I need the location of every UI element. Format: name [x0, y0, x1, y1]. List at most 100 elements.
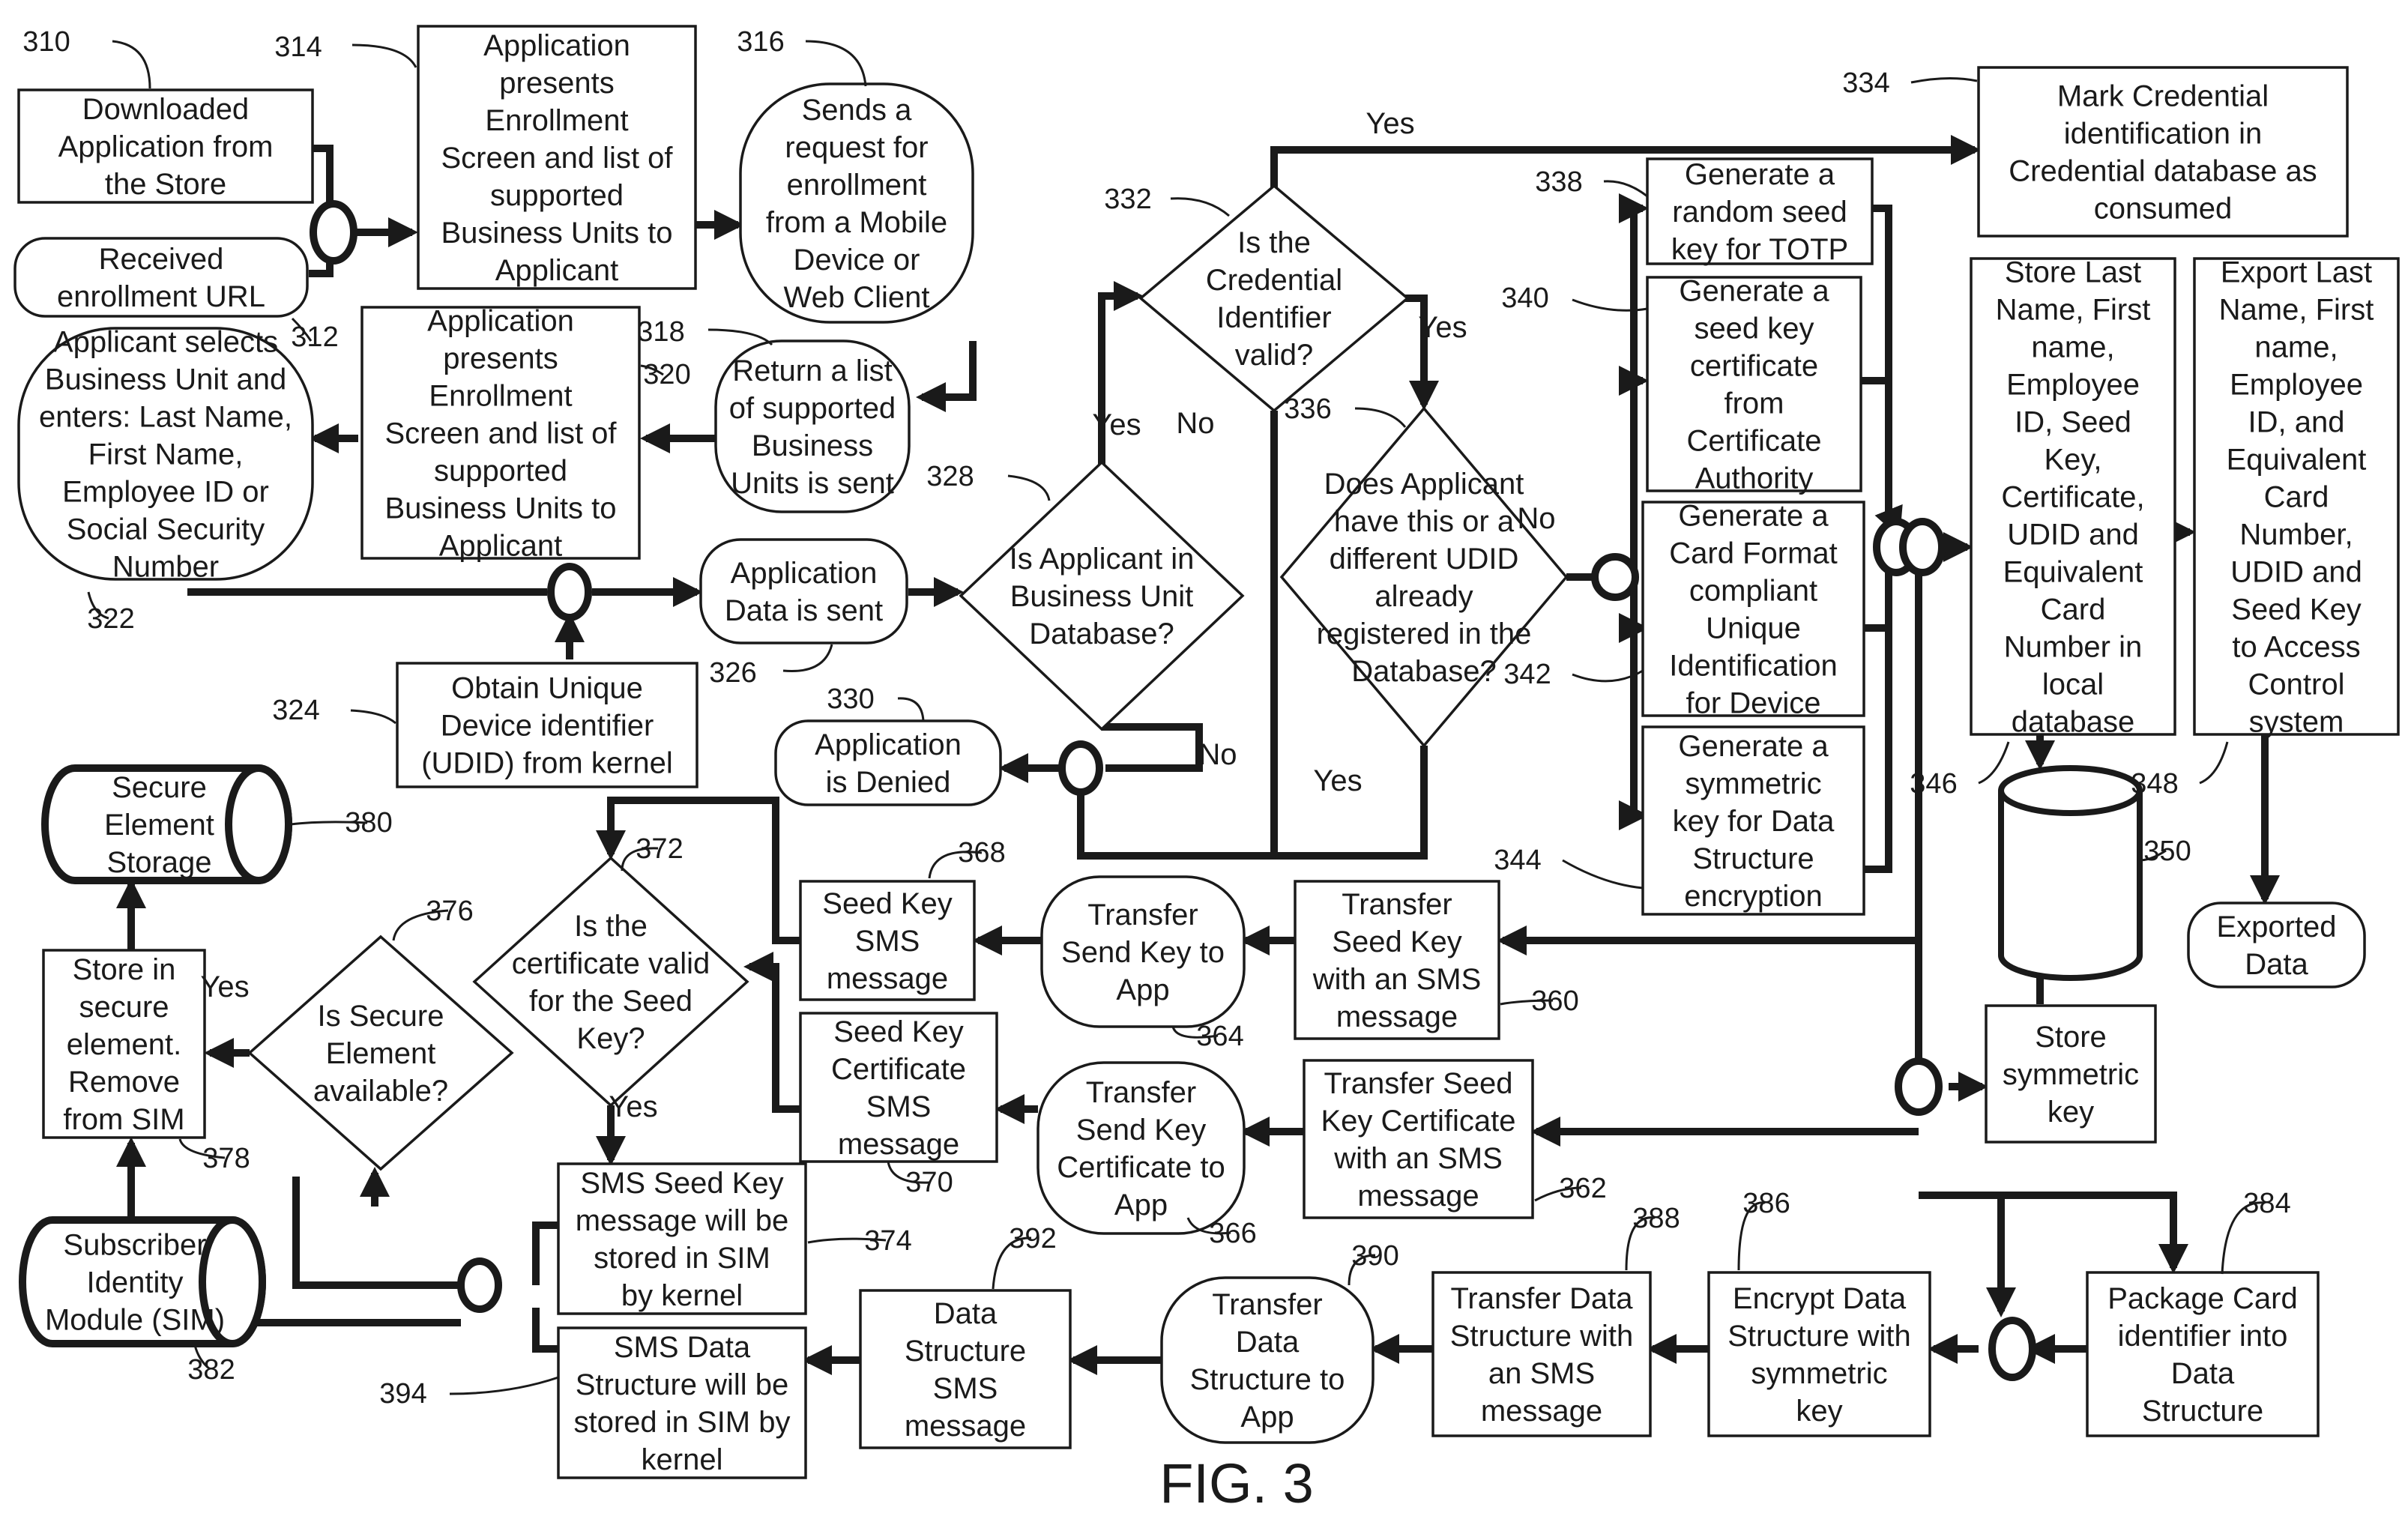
- node-label: message: [1481, 1395, 1602, 1428]
- reference-number: 370: [905, 1167, 953, 1198]
- node-label: Applicant selects: [53, 326, 278, 359]
- node-label: symmetric: [1685, 767, 1821, 800]
- node-label: Business Units to: [384, 492, 616, 525]
- node-label: Data: [2171, 1357, 2235, 1390]
- node-label: element.: [67, 1028, 181, 1061]
- node-label: Employee: [2006, 369, 2140, 402]
- flow-connector: [749, 967, 800, 1109]
- node-340: Generate aseed keycertificatefromCertifi…: [1647, 275, 1861, 495]
- node-label: registered in the: [1317, 617, 1532, 650]
- junction-node: [461, 1261, 498, 1309]
- node-label: is Denied: [826, 766, 951, 799]
- leader-line: [806, 41, 866, 86]
- node-label: First Name,: [88, 438, 244, 471]
- node-label: Seed Key: [833, 1015, 963, 1048]
- node-346: Store LastName, Firstname,EmployeeID, Se…: [1971, 256, 2175, 739]
- node-label: SMS Seed Key: [580, 1167, 783, 1200]
- node-label: Credential database as: [2009, 155, 2317, 188]
- node-label: Subscriber: [63, 1229, 206, 1262]
- node-label: presents: [499, 67, 614, 100]
- node-label: Mark Credential: [2057, 80, 2269, 113]
- node-384: Package Cardidentifier intoDataStructure: [2087, 1272, 2318, 1436]
- node-370: Seed KeyCertificateSMSmessage: [800, 1013, 997, 1162]
- node-label: stored in SIM: [594, 1242, 770, 1275]
- figure-caption: FIG. 3: [1159, 1452, 1314, 1515]
- leader-line: [112, 41, 150, 88]
- reference-number: 390: [1351, 1240, 1398, 1272]
- node-368: Seed KeySMSmessage: [800, 881, 974, 1000]
- reference-number: 388: [1632, 1203, 1680, 1234]
- node-label: Applicant: [439, 530, 563, 563]
- node-label: for the Seed: [529, 985, 692, 1018]
- node-336: Does Applicanthave this or adifferent UD…: [1282, 408, 1566, 746]
- node-label: Structure: [1692, 842, 1814, 875]
- node-label: by kernel: [621, 1279, 743, 1312]
- node-label: Screen and list of: [384, 417, 617, 450]
- node-label: Authority: [1695, 462, 1814, 495]
- node-394: SMS DataStructure will bestored in SIM b…: [558, 1328, 806, 1478]
- node-label: Secure: [112, 771, 207, 804]
- reference-number: 332: [1104, 184, 1151, 215]
- node-label: Data: [1236, 1326, 1300, 1359]
- node-label: SMS: [933, 1372, 998, 1405]
- node-334: Mark Credentialidentification inCredenti…: [1979, 67, 2347, 236]
- node-label: Certificate: [1686, 425, 1821, 458]
- reference-number: 320: [643, 359, 690, 390]
- node-label: seed key: [1694, 312, 1814, 345]
- node-label: Name, First: [2219, 294, 2374, 327]
- node-label: Remove: [68, 1066, 180, 1099]
- node-label: name,: [2254, 331, 2338, 364]
- node-label: Name, First: [1996, 294, 2151, 327]
- edge-label: No: [1198, 738, 1237, 771]
- node-label: (UDID) from kernel: [421, 747, 673, 780]
- node-label: supported: [434, 455, 567, 488]
- reference-number: 338: [1535, 166, 1582, 198]
- node-label: supported: [490, 179, 624, 212]
- node-label: Application from: [58, 130, 274, 163]
- node-label: available?: [313, 1075, 448, 1108]
- node-label: Identification: [1669, 650, 1838, 683]
- node-label: Sends a: [802, 94, 913, 127]
- node-label: symmetric: [1751, 1357, 1887, 1390]
- node-label: Transfer Data: [1450, 1282, 1633, 1315]
- edge-label: Yes: [1313, 764, 1362, 797]
- node-label: certificate valid: [512, 947, 710, 980]
- edge-label: No: [1176, 407, 1214, 440]
- node-label: already: [1375, 580, 1473, 613]
- node-label: Structure: [905, 1335, 1026, 1368]
- flow-connector: [313, 148, 330, 210]
- node-label: enters: Last Name,: [39, 401, 292, 434]
- node-326: ApplicationData is sent: [701, 540, 907, 643]
- node-label: compliant: [1689, 575, 1817, 608]
- node-label: Equivalent: [2227, 444, 2367, 477]
- node-label: UDID and: [2230, 556, 2362, 589]
- node-label: Enrollment: [485, 104, 628, 137]
- leader-line: [1604, 181, 1647, 196]
- reference-number: 376: [426, 896, 473, 927]
- junction-node: [1898, 1061, 1939, 1112]
- node-label: Device identifier: [441, 710, 654, 743]
- node-label: request for: [785, 131, 928, 164]
- reference-number: 362: [1559, 1173, 1606, 1204]
- node-label: local: [2042, 668, 2104, 701]
- reference-number: 342: [1503, 659, 1551, 690]
- reference-number: 364: [1196, 1021, 1243, 1052]
- node-324: Obtain UniqueDevice identifier(UDID) fro…: [397, 663, 697, 787]
- node-label: Device or: [794, 244, 920, 277]
- leader-line: [1911, 78, 1977, 82]
- reference-number: 384: [2243, 1188, 2290, 1219]
- node-label: Element: [326, 1037, 436, 1070]
- node-label: Transfer: [1342, 888, 1452, 921]
- node-label: Transfer: [1086, 1076, 1196, 1109]
- reference-number: 348: [2131, 768, 2178, 800]
- node-label: Application: [483, 29, 630, 62]
- node-label: Social Security: [67, 513, 265, 546]
- node-348: Export LastName, Firstname,EmployeeID, a…: [2194, 256, 2398, 739]
- node-label: Key,: [2044, 444, 2101, 477]
- node-label: Certificate,: [2001, 481, 2144, 514]
- node-label: from a Mobile: [766, 206, 947, 239]
- leader-line: [1979, 742, 2009, 783]
- node-360: TransferSeed Keywith an SMSmessage: [1295, 881, 1499, 1039]
- reference-number: 372: [636, 833, 683, 865]
- flow-connector: [1872, 208, 1889, 510]
